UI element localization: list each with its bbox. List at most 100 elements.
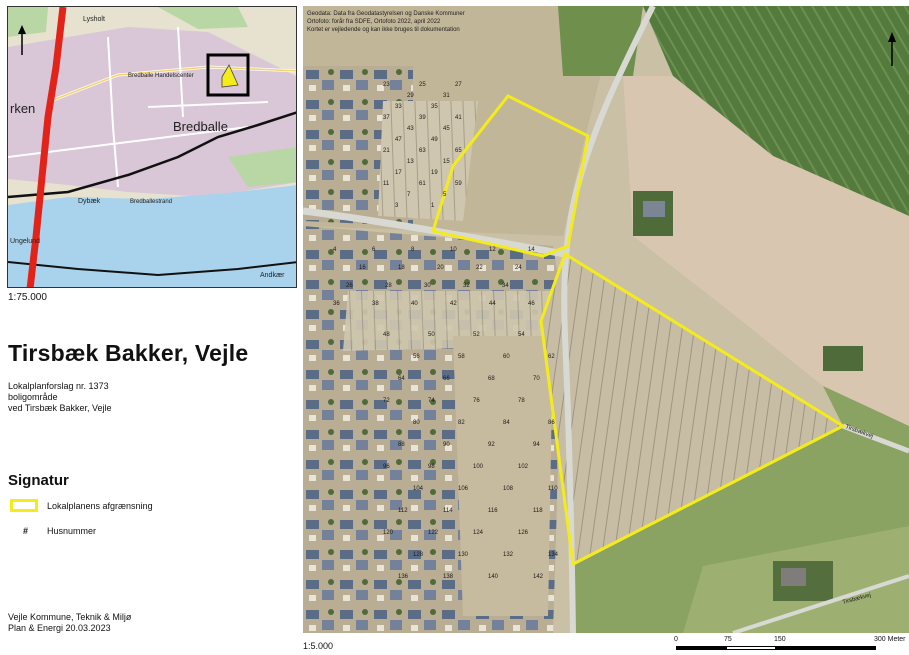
house-number: 126 (518, 530, 529, 536)
house-number: 37 (383, 115, 390, 121)
footer-line-1: Vejle Kommune, Teknik & Miljø (8, 612, 132, 622)
house-number: 124 (473, 530, 484, 536)
place-label-andkaer: Andkær (260, 272, 285, 279)
house-number: 25 (419, 82, 426, 88)
scalebar-tick-75: 75 (724, 636, 732, 643)
aerial-map-graphic: Geodata: Data fra Geodatastyrelsen og Da… (303, 6, 909, 633)
house-number: 54 (518, 332, 525, 338)
house-number: 68 (488, 376, 495, 382)
house-number: 22 (476, 265, 483, 271)
house-number: 33 (395, 104, 402, 110)
house-number: 58 (458, 354, 465, 360)
overview-scale: 1:75.000 (8, 292, 47, 303)
legend-title: Signatur (8, 472, 69, 489)
subtitle-line-2: boligområde (8, 392, 58, 402)
house-number: 4 (333, 247, 337, 253)
house-number: 50 (428, 332, 435, 338)
legend-boundary-label: Lokalplanens afgrænsning (47, 501, 153, 511)
house-number: 46 (528, 301, 535, 307)
house-number: 47 (395, 137, 402, 143)
disclaimer-line-1: Geodata: Data fra Geodatastyrelsen og Da… (307, 11, 465, 17)
house-number: 19 (431, 170, 438, 176)
house-number: 18 (398, 265, 405, 271)
house-number: 65 (455, 148, 462, 154)
house-number: 1 (431, 203, 435, 209)
house-number: 40 (411, 301, 418, 307)
house-number: 11 (383, 181, 390, 187)
house-number: 7 (407, 192, 411, 198)
house-number: 128 (413, 552, 424, 558)
place-label-town-west: rken (10, 101, 35, 116)
scalebar-tick-0: 0 (674, 636, 678, 643)
house-number: 28 (385, 283, 392, 289)
house-number: 120 (383, 530, 394, 536)
plan-boundary-north[interactable] (431, 94, 590, 258)
footer-line-2: Plan & Energi 20.03.2023 (8, 623, 111, 633)
house-number: 92 (488, 442, 495, 448)
house-number: 76 (473, 398, 480, 404)
house-number: 31 (443, 93, 450, 99)
scalebar (676, 646, 876, 650)
house-number: 5 (443, 192, 447, 198)
house-number: 56 (413, 354, 420, 360)
legend-boundary-swatch (10, 499, 38, 512)
plan-boundary-south[interactable] (539, 251, 847, 567)
house-number: 14 (528, 247, 535, 253)
place-label-handelscenter: Bredballe Handelscenter (128, 73, 194, 79)
house-number: 84 (503, 420, 510, 426)
house-number: 118 (533, 508, 543, 514)
plan-area-marker (221, 64, 239, 88)
house-number: 130 (458, 552, 469, 558)
house-number: 13 (407, 159, 414, 165)
house-number: 48 (383, 332, 390, 338)
house-number: 16 (359, 265, 366, 271)
house-number: 66 (443, 376, 450, 382)
overview-map-graphic: Lysholt Bredballe Handelscenter rken Bre… (8, 7, 296, 287)
place-label-lysholt: Lysholt (83, 16, 105, 23)
place-label-ungelund: Ungelund (10, 238, 40, 245)
legend-house-number-label: Husnummer (47, 526, 97, 536)
house-number: 106 (458, 486, 469, 492)
house-number: 74 (428, 398, 435, 404)
house-number: 102 (518, 464, 529, 470)
disclaimer-line-3: Kortet er vejledende og kan ikke bruges … (307, 27, 460, 33)
house-number: 80 (413, 420, 420, 426)
house-number: 78 (518, 398, 525, 404)
house-number: 138 (443, 574, 454, 580)
house-number: 43 (407, 126, 414, 132)
subtitle-line-3: ved Tirsbæk Bakker, Vejle (8, 403, 112, 413)
house-number: 52 (473, 332, 480, 338)
house-number: 15 (443, 159, 450, 165)
house-number: 72 (383, 398, 390, 404)
house-number: 88 (398, 442, 405, 448)
house-number: 116 (488, 508, 498, 514)
north-arrow-icon (18, 25, 26, 55)
house-number: 90 (443, 442, 450, 448)
house-number: 61 (419, 181, 426, 187)
house-number: 94 (533, 442, 540, 448)
house-number: 35 (431, 104, 438, 110)
main-aerial-map[interactable]: Geodata: Data fra Geodatastyrelsen og Da… (303, 6, 909, 633)
scalebar-tick-150: 150 (774, 636, 786, 643)
house-number: 26 (346, 283, 353, 289)
subtitle-line-1: Lokalplanforslag nr. 1373 (8, 381, 109, 391)
house-number: 27 (455, 82, 462, 88)
house-number: 136 (398, 574, 409, 580)
house-number: 29 (407, 93, 414, 99)
legend-house-number-symbol: # (23, 526, 29, 536)
house-number: 30 (424, 283, 431, 289)
house-number: 12 (489, 247, 496, 253)
main-scale-ratio: 1:5.000 (303, 641, 334, 651)
house-number: 114 (443, 508, 453, 514)
house-number: 140 (488, 574, 499, 580)
house-number: 63 (419, 148, 426, 154)
house-number: 45 (443, 126, 450, 132)
house-number: 86 (548, 420, 555, 426)
house-number: 62 (548, 354, 555, 360)
house-number: 3 (395, 203, 399, 209)
house-number: 104 (413, 486, 424, 492)
house-number: 38 (372, 301, 379, 307)
overview-map[interactable]: Lysholt Bredballe Handelscenter rken Bre… (7, 6, 297, 288)
house-number: 70 (533, 376, 540, 382)
